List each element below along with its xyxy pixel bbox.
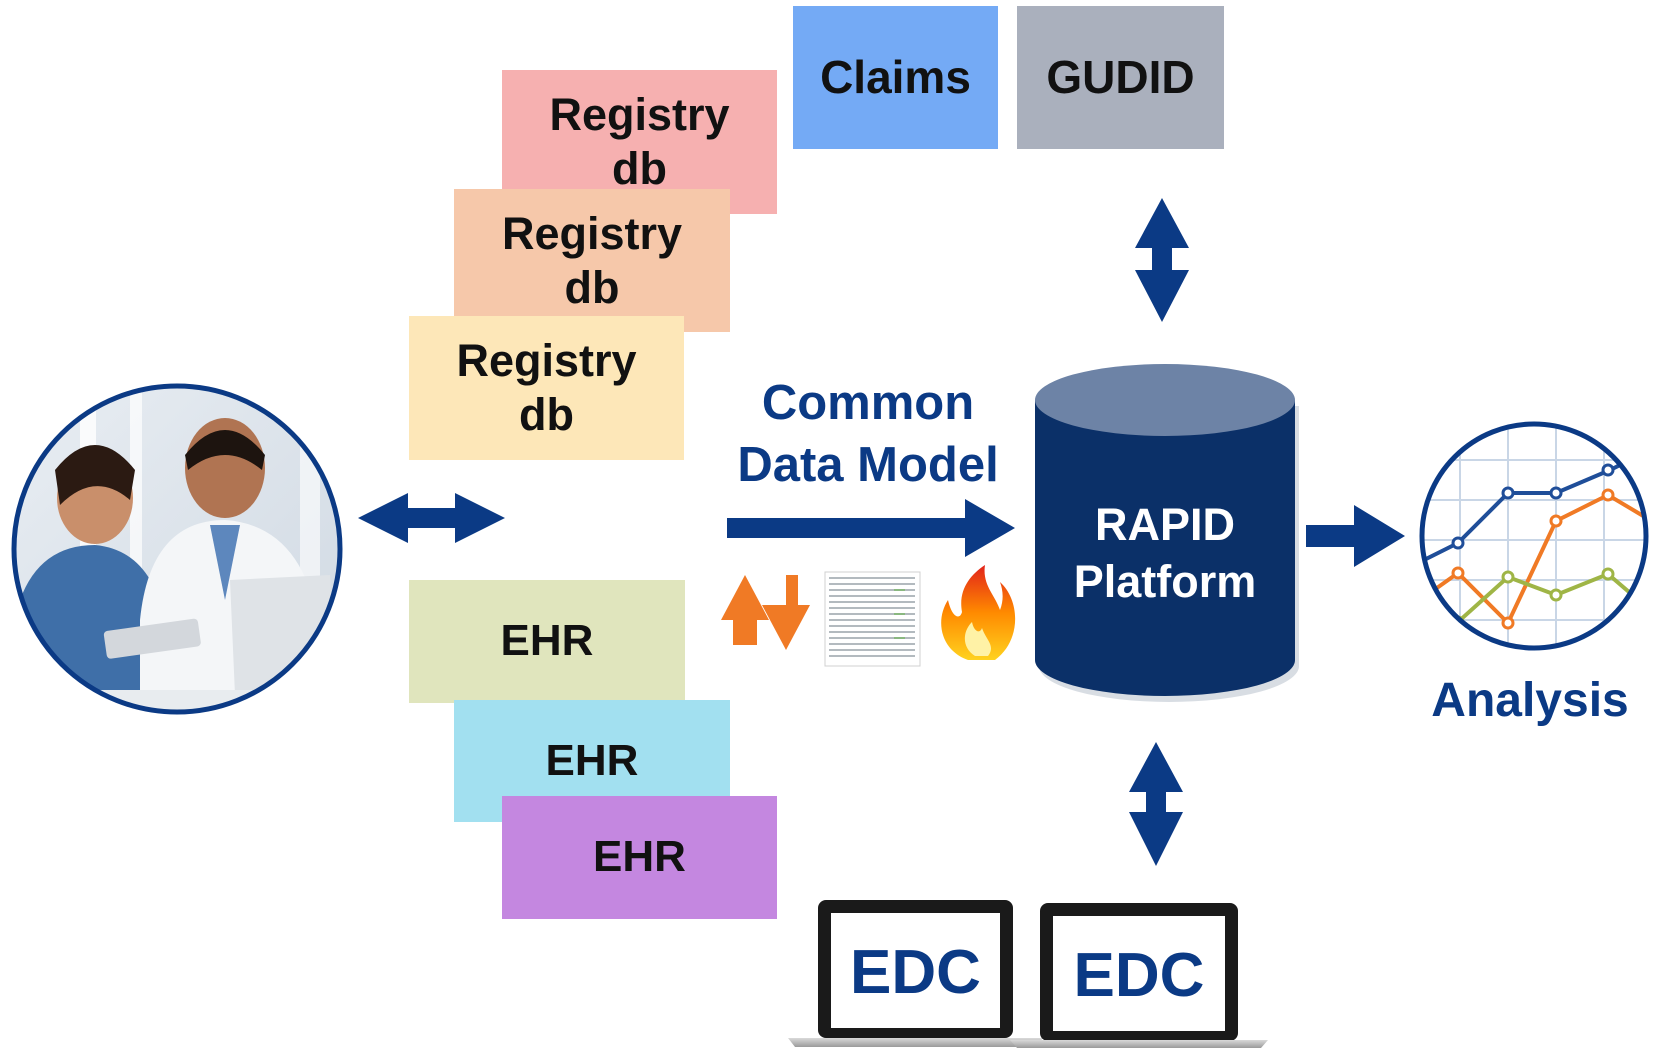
clinicians-photo — [11, 383, 343, 715]
cdm-arrow — [727, 499, 1015, 557]
rapid-platform-label: RAPID Platform — [1035, 496, 1295, 610]
database-cylinder-icon — [1035, 364, 1299, 702]
claims-box: Claims — [793, 6, 998, 149]
laptop-icon — [1010, 903, 1268, 1048]
top-vertical-arrow-icon — [1135, 198, 1189, 322]
registry-db-label: Registry db — [549, 89, 730, 194]
analysis-arrow — [1306, 505, 1405, 567]
ehr-box-3: EHR — [502, 796, 777, 919]
cdm-line-1: Common — [761, 376, 975, 430]
registry-db-box-2: Registry db — [454, 189, 730, 332]
line-chart-icon — [1419, 421, 1649, 651]
spreadsheet-icon — [824, 571, 921, 667]
common-data-model-label: Common Data Model — [718, 372, 1018, 496]
registry-db-box-3: Registry db — [409, 316, 684, 460]
gudid-label: GUDID — [1046, 50, 1195, 103]
ehr-label: EHR — [500, 616, 594, 666]
bottom-vertical-arrow-icon — [1129, 742, 1183, 866]
gudid-box: GUDID — [1017, 6, 1224, 149]
ehr-box-1: EHR — [409, 580, 685, 703]
fire-icon — [941, 565, 1016, 660]
cdm-line-2: Data Model — [737, 438, 999, 492]
edc-label-1: EDC — [850, 938, 981, 1007]
ehr-label: EHR — [593, 832, 686, 882]
edc-label-2: EDC — [1073, 941, 1205, 1010]
ehr-label: EHR — [545, 735, 639, 785]
analysis-label: Analysis — [1431, 674, 1629, 727]
laptop-icon — [788, 900, 1043, 1047]
bidirectional-arrow-icon — [358, 493, 505, 543]
registry-db-label: Registry db — [456, 335, 637, 440]
platform-line-2: Platform — [1073, 556, 1257, 607]
registry-db-label: Registry db — [501, 207, 683, 313]
transfer-arrows-icon — [721, 575, 810, 650]
platform-line-1: RAPID — [1094, 499, 1235, 550]
claims-label: Claims — [820, 50, 971, 103]
